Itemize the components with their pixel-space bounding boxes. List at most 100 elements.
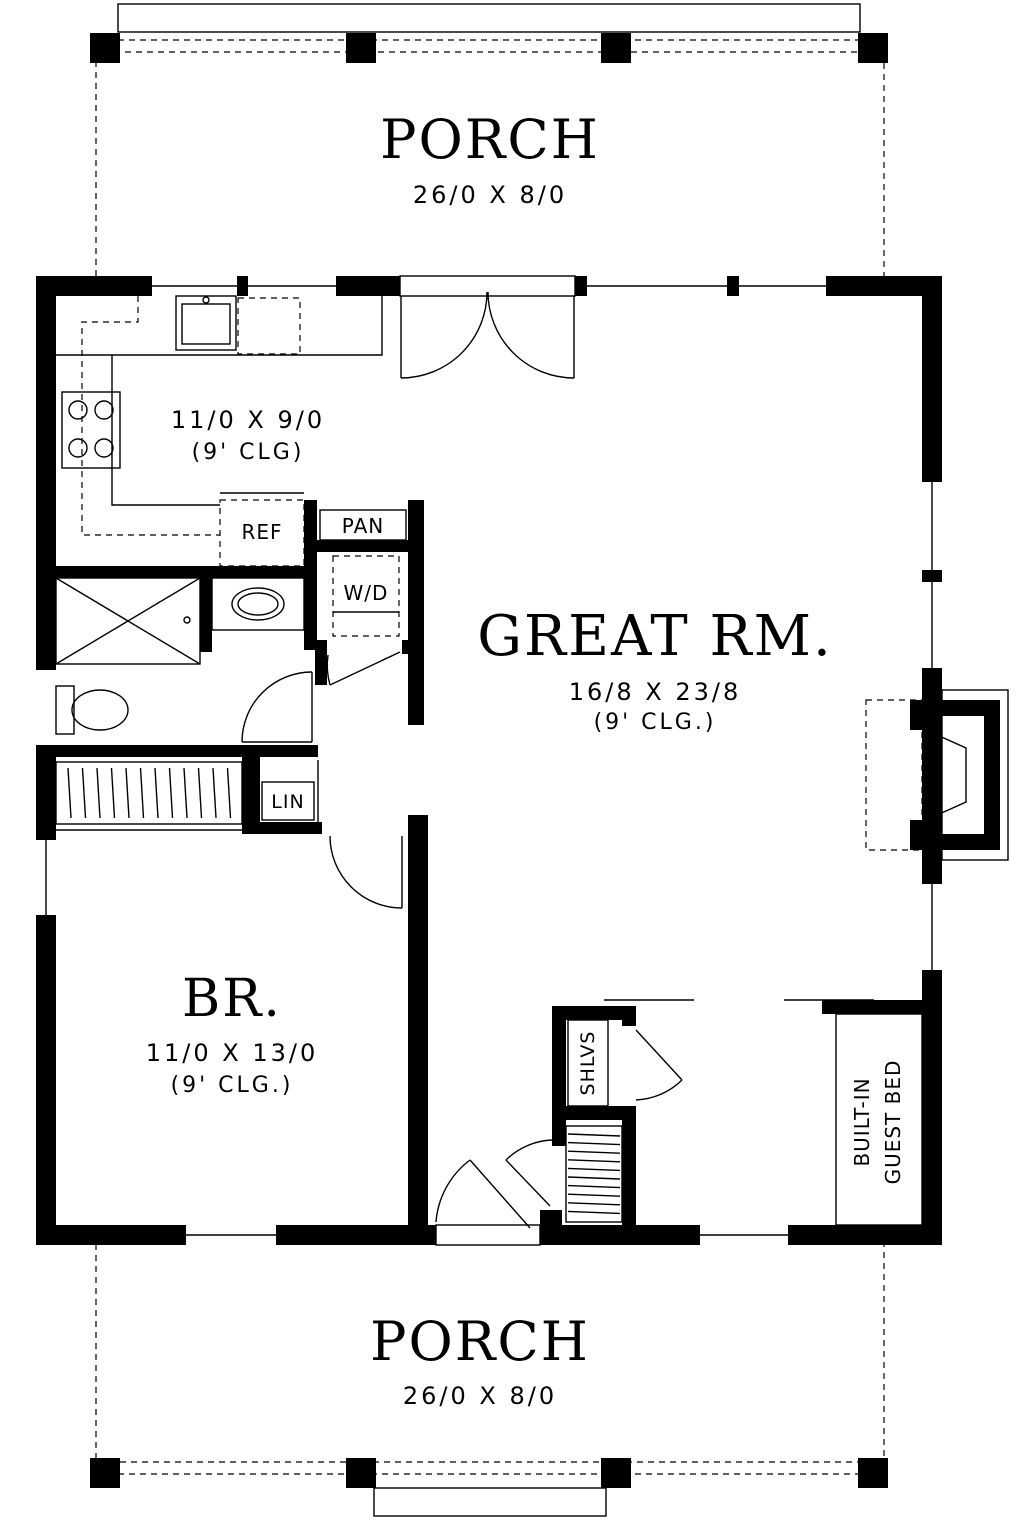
porch-post [858,1458,888,1488]
stair-tread [567,1210,621,1215]
stair-tread [567,1159,621,1163]
bedroom: BR. 11/0 X 13/0 (9' CLG.) [146,815,428,1245]
wall [575,276,587,296]
front-entry-door[interactable] [435,1159,541,1246]
door-swing [487,291,575,379]
wall [36,1225,186,1245]
burner-icon [68,438,88,458]
pantry-laundry: PAN W/D [304,500,424,725]
porch-top-size: 26/0 X 8/0 [413,181,567,209]
hanger [81,767,87,819]
door-swing [505,1139,553,1161]
wall [304,540,424,552]
kitchen-sink-basin [181,303,231,345]
kitchen: REF 11/0 X 9/0 (9' CLG) [56,295,383,567]
wall [822,1000,922,1014]
great-room-ceiling: (9' CLG.) [594,710,717,735]
burner-icon [94,438,114,458]
wall [826,276,942,296]
wd-label: W/D [344,581,389,605]
fireplace-side [910,700,1000,716]
hanger [197,767,203,819]
porch-post [601,1458,631,1488]
bathroom-sink-icon [231,587,285,621]
toilet-icon [71,689,129,731]
wall [622,1006,636,1026]
wall [36,915,56,1245]
stair-closet [565,1125,623,1223]
burner-icon [68,400,88,420]
wall [36,276,152,296]
door-leaf [469,1159,531,1229]
stair-tread [567,1150,621,1154]
wall [242,757,260,830]
fireplace-back [984,700,1000,850]
kitchen-sink [175,295,237,351]
hanger [125,767,130,819]
fireplace-jamb [910,700,926,730]
kitchen-size: 11/0 X 9/0 [171,406,325,434]
wall [922,276,942,482]
porch-post [858,33,888,63]
chimney-outline [941,689,1009,861]
faucet-icon [202,296,210,304]
linen-closet [261,781,315,821]
vanity [211,577,305,631]
porch-top-title: PORCH [380,108,600,171]
wall [336,276,400,296]
wall [237,276,248,296]
stair-tread [567,1202,621,1206]
washer-dryer [332,555,400,637]
porch-post [90,1458,120,1488]
guest-bed-frame [835,1013,923,1226]
hanger [212,767,217,819]
wall [552,1006,566,1146]
upper-cabinets [81,296,220,536]
fireplace-side [910,834,1000,850]
hanger [168,767,174,819]
porch-outline-bottom [95,1244,885,1463]
porch-step-bottom [373,1487,607,1517]
closet-hangers [67,767,232,819]
wall [36,276,56,670]
counter-top-edge [56,296,383,356]
burner-icon [94,400,114,420]
wall [540,1225,700,1245]
door-swing [241,671,313,743]
door-threshold [435,1224,541,1246]
wall [727,276,739,296]
wall [276,1225,436,1245]
top-porch: PORCH 26/0 X 8/0 [90,3,888,276]
closet-door[interactable] [505,1159,551,1207]
firebox [925,729,967,821]
bathroom [36,566,318,757]
french-doors[interactable] [399,275,576,379]
porch-bottom-title: PORCH [370,1310,590,1373]
wall [36,566,316,578]
wall [566,1106,636,1120]
great-room-title: GREAT RM. [477,604,833,669]
guest-bed-label-2: GUEST BED [881,1060,905,1185]
shelf-door[interactable] [635,1029,683,1081]
wall [922,668,942,884]
hanger [183,767,188,819]
wall [540,1210,562,1245]
guest-bed: BUILT-IN GUEST BED [784,999,923,1226]
hanger [139,767,145,819]
porch-post [601,33,631,63]
door-swing [635,1079,683,1101]
stair-tread [567,1176,621,1180]
closet-area: LIN [36,757,322,840]
dishwasher [237,297,301,355]
bedroom-size: 11/0 X 13/0 [146,1039,319,1067]
stair-tread [567,1167,621,1172]
wall [36,822,56,840]
laundry-door[interactable] [329,651,401,686]
shelves [567,1019,609,1107]
wall [402,640,412,654]
pan-label: PAN [342,514,384,538]
ref-label: REF [241,520,282,544]
door-swing [326,654,331,686]
hanger [226,767,232,819]
